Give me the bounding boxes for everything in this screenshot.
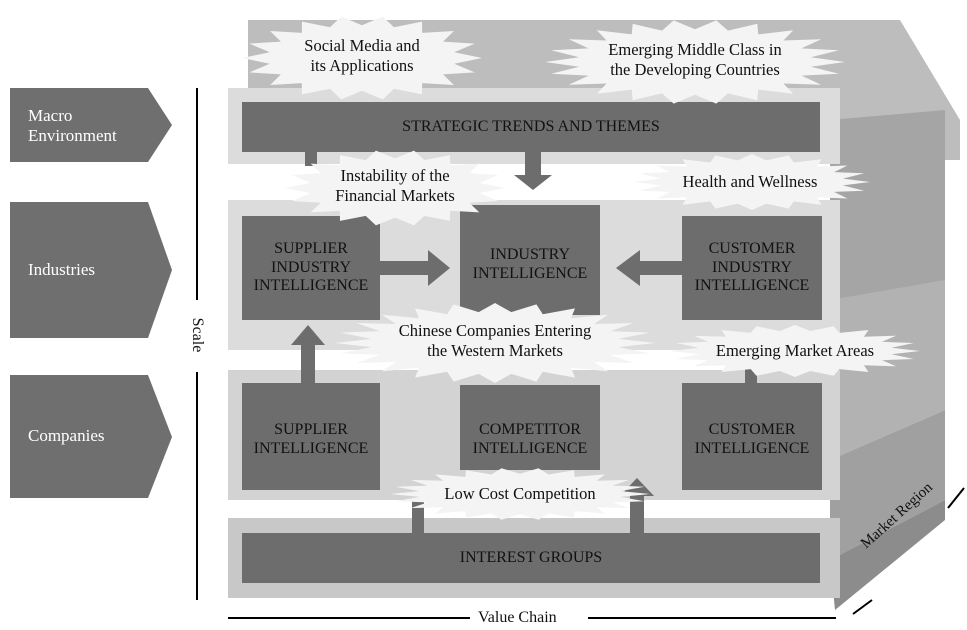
customer-industry-box: [682, 216, 822, 320]
side-label-macro: Macro Environment: [28, 106, 117, 146]
trend-emerging-markets: Emerging Market Areas: [715, 341, 875, 360]
market-region-axis-high: [947, 487, 965, 509]
connector-interest-supplier: [412, 500, 424, 533]
arrow-supplier-to-industry: [380, 250, 450, 286]
competitor-box: [460, 385, 600, 470]
supplier-industry-box: [242, 216, 380, 320]
supplier-box: [242, 383, 380, 490]
trend-low-cost: Low Cost Competition: [444, 484, 596, 503]
burst-chinese-companies: [335, 303, 655, 383]
trend-chinese-companies: Chinese Companies Entering the Western M…: [398, 321, 592, 360]
industries-tab: [10, 202, 172, 338]
arrow-strategic-to-industry: [514, 152, 552, 190]
side-label-industries: Industries: [28, 260, 96, 279]
back-slab-right-base: [830, 500, 945, 610]
burst-emerging-markets: [670, 325, 920, 377]
back-slab-right-bottom: [830, 410, 945, 560]
strategic-label: STRATEGIC TRENDS AND THEMES: [402, 117, 660, 135]
competitor-label: COMPETITOR INTELLIGENCE: [472, 421, 588, 457]
connector-strategic-supplier: [305, 152, 317, 166]
arrow-customer-to-industry: [616, 250, 682, 286]
interest-groups-box: [242, 533, 820, 583]
macro-tab: [10, 88, 172, 162]
strategic-box: [242, 102, 820, 152]
trend-social-media: Social Media and its Applications: [304, 36, 420, 75]
trend-financial-markets: Instability of the Financial Markets: [335, 166, 455, 205]
burst-social-media: [242, 16, 482, 100]
customer-box: [682, 383, 822, 490]
back-slab-right-lower: [830, 280, 945, 460]
trend-middle-class: Emerging Middle Class in the Developing …: [608, 40, 782, 79]
scale-axis-label: Scale: [189, 317, 206, 353]
customer-industry-label: CUSTOMER INDUSTRY INTELLIGENCE: [694, 239, 810, 295]
interest-groups-label: INTEREST GROUPS: [459, 548, 603, 566]
arrow-interest-to-competitor: [620, 478, 654, 533]
arrow-supplier-to-supplier-industry: [291, 325, 325, 383]
customer-label: CUSTOMER INTELLIGENCE: [694, 421, 810, 457]
back-slab-right: [830, 110, 945, 300]
value-chain-axis-label: Value Chain: [478, 609, 557, 626]
burst-middle-class: [545, 20, 845, 104]
burst-low-cost: [390, 468, 650, 520]
industry-box: [460, 205, 600, 315]
trend-bursts: [242, 16, 920, 520]
supplier-label: SUPPLIER INTELLIGENCE: [253, 421, 369, 457]
side-label-companies: Companies: [28, 426, 105, 445]
burst-financial-markets: [285, 150, 505, 226]
trend-health-wellness: Health and Wellness: [682, 172, 818, 191]
burst-health-wellness: [634, 154, 870, 210]
market-region-axis-low: [852, 599, 873, 615]
industry-label: INDUSTRY INTELLIGENCE: [472, 246, 588, 282]
companies-tab: [10, 375, 172, 498]
supplier-industry-label: SUPPLIER INDUSTRY INTELLIGENCE: [253, 239, 369, 295]
